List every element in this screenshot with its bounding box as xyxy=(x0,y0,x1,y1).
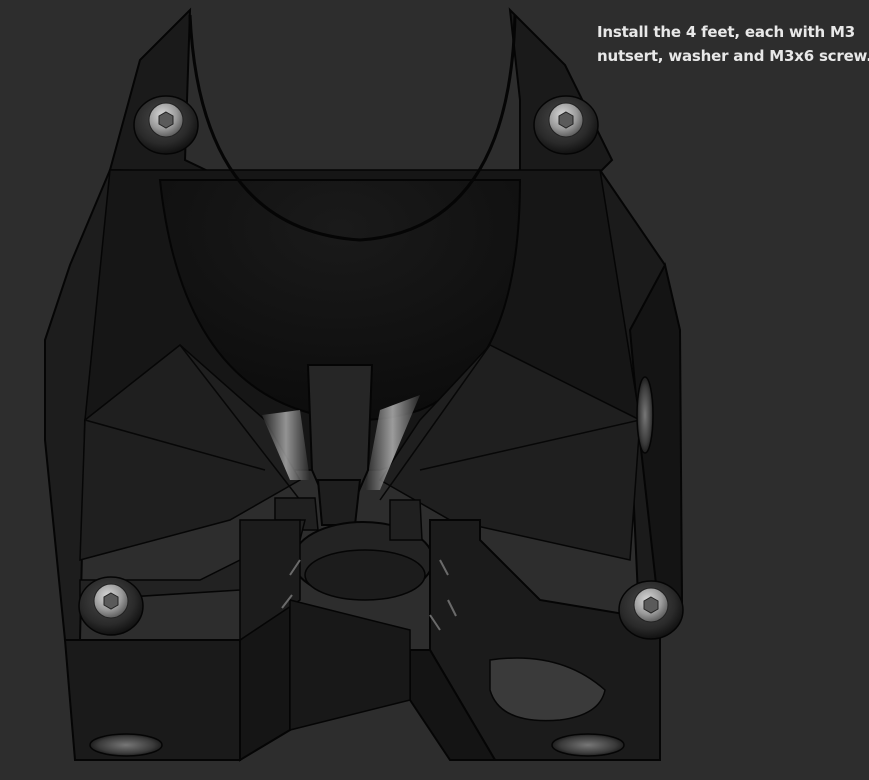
housing-body xyxy=(44,7,684,642)
side-slot-icon xyxy=(636,376,654,454)
instruction-line-1: Install the 4 feet, each with M3 xyxy=(597,23,855,41)
hex-socket-screw-icon[interactable] xyxy=(618,580,684,640)
instruction-line-2: nutsert, washer and M3x6 screw. xyxy=(597,47,869,65)
instruction-text: Install the 4 feet, each with M3 nutsert… xyxy=(597,20,869,68)
mounting-hole-icon xyxy=(89,733,163,757)
hex-socket-screw-icon[interactable] xyxy=(78,576,144,636)
lower-right-block xyxy=(289,519,661,761)
slot-details xyxy=(281,559,457,631)
lower-left-block xyxy=(63,519,306,762)
hex-socket-screw-icon[interactable] xyxy=(533,95,599,155)
mounting-hole-icon xyxy=(551,733,625,757)
hex-socket-screw-icon[interactable] xyxy=(133,95,199,155)
